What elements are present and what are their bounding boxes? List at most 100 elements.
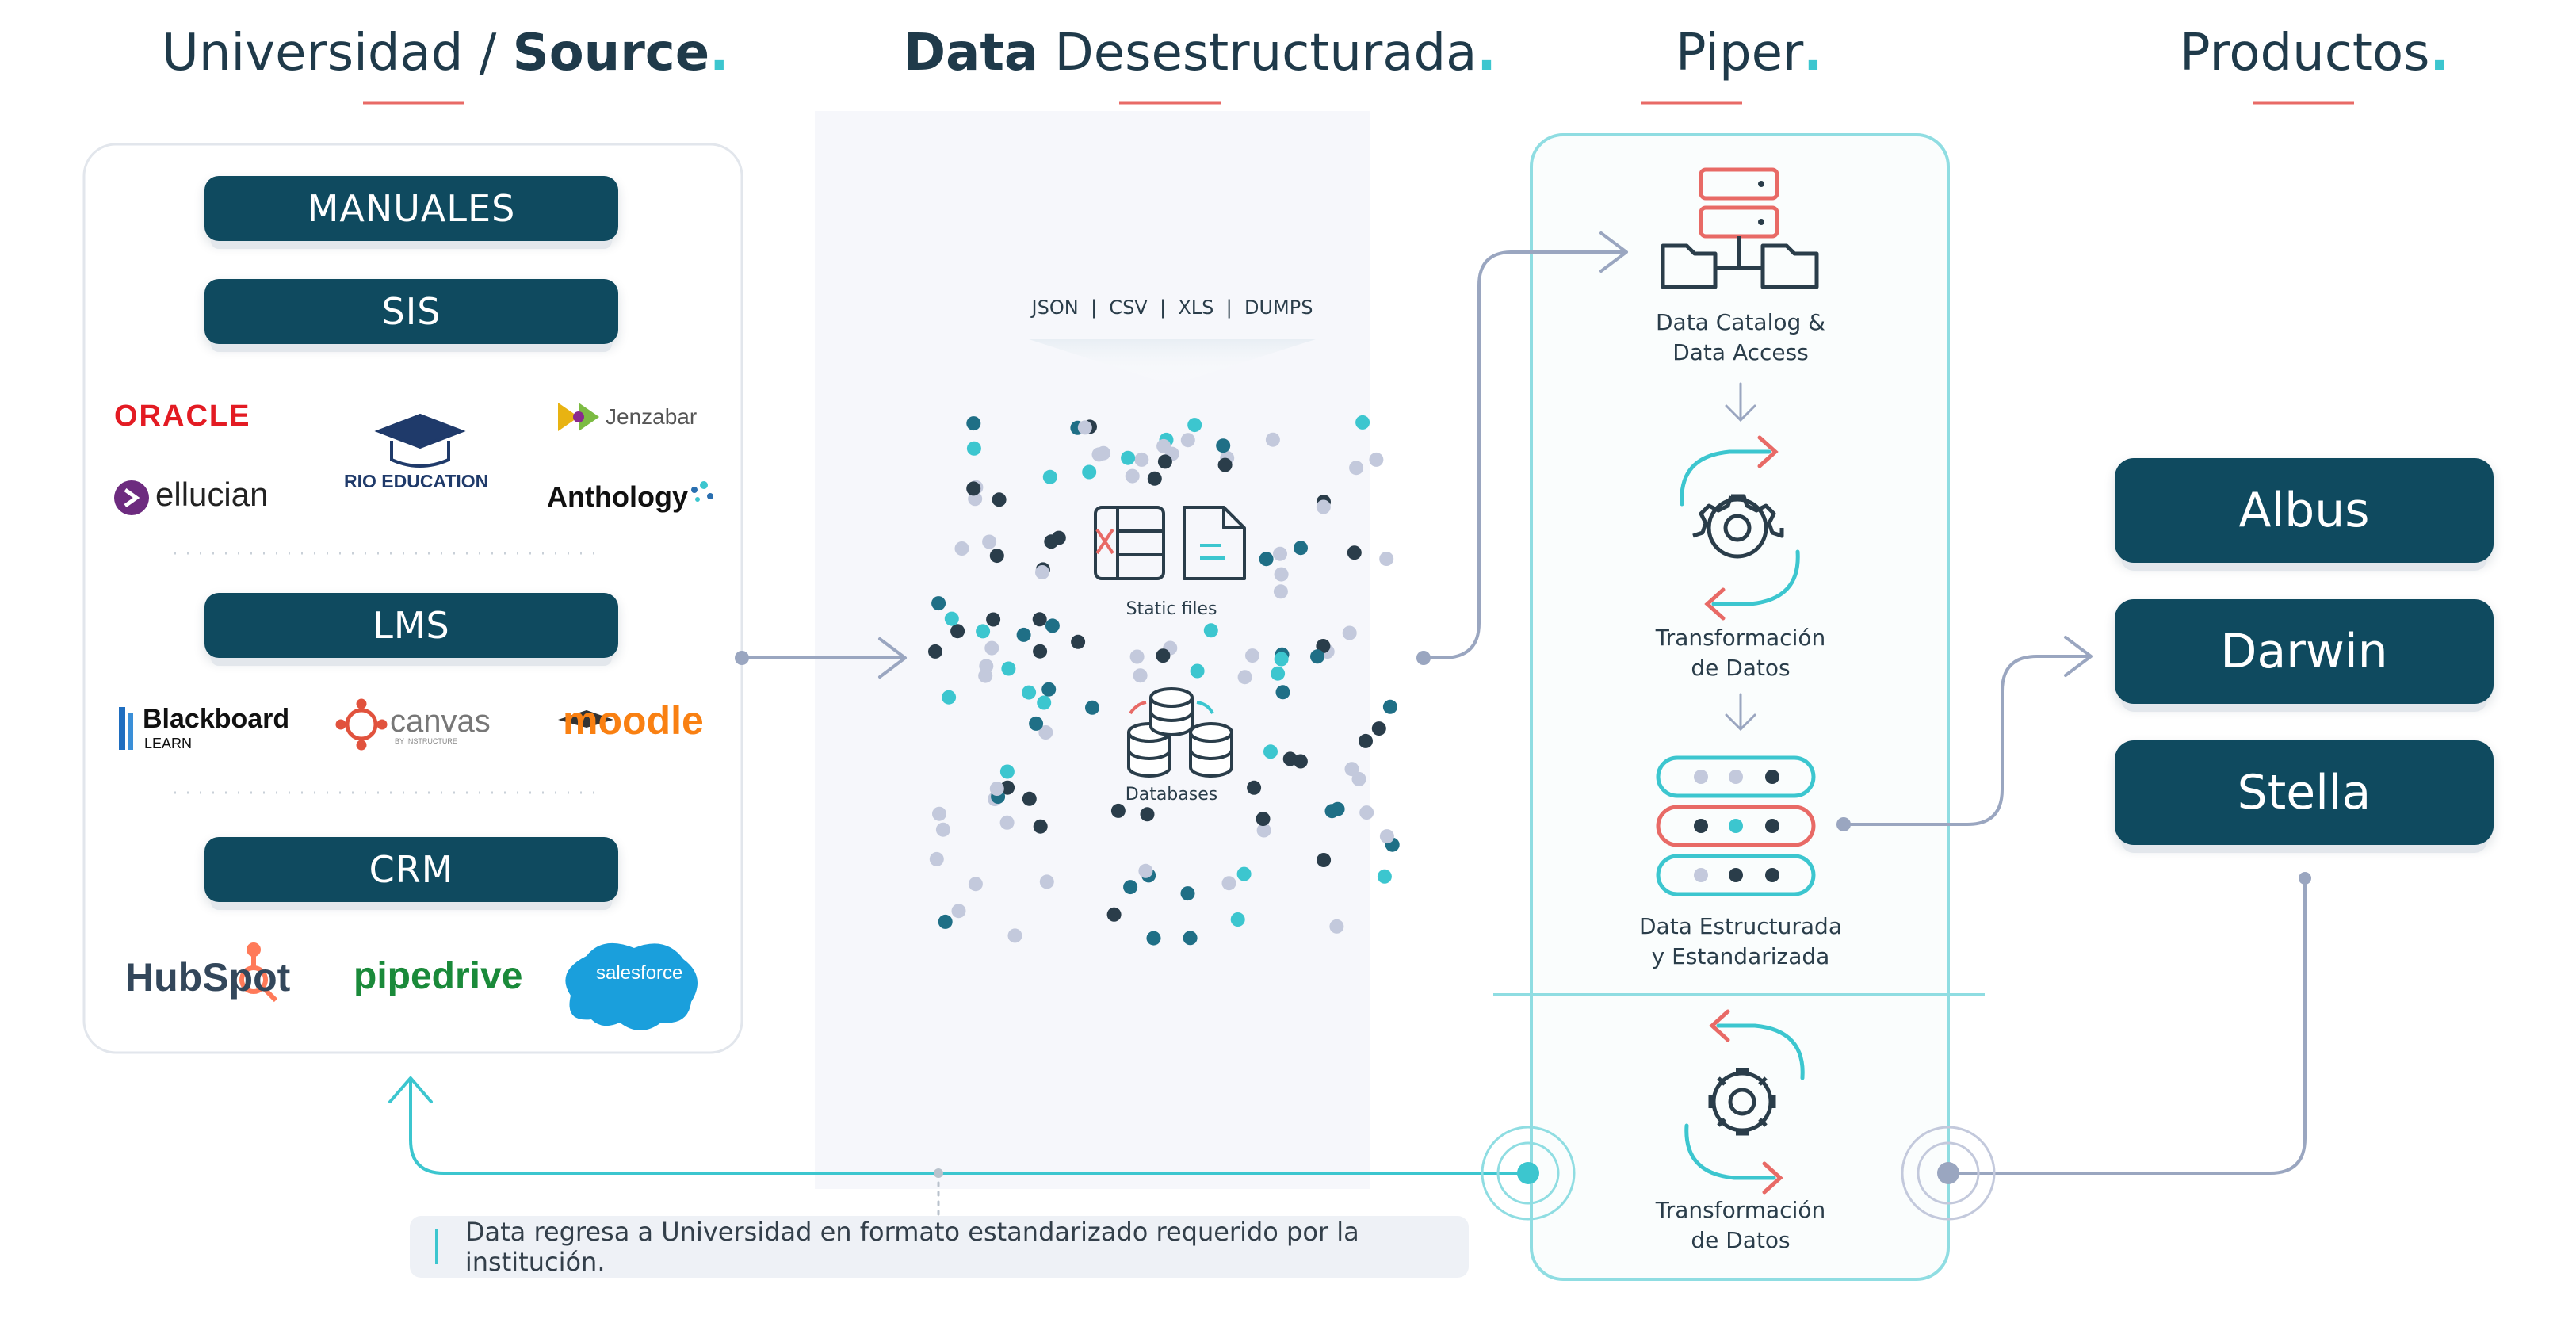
footer-note: Data regresa a Universidad en formato es… [410,1216,1469,1278]
scatter-dot [1274,652,1289,667]
scatter-dot [1379,552,1394,566]
scatter-dot [935,822,950,837]
logo-oracle: ORACLE [114,399,251,433]
scatter-dot [1077,420,1092,435]
static-files-label: Static files [1126,599,1217,619]
logo-moodle: moodle [563,698,704,743]
scatter-dot [942,690,957,705]
scatter-dot [1371,721,1386,736]
scatter-dot [966,416,981,431]
column-title-source: Universidad / Source. [162,24,729,82]
scatter-dot [1022,685,1037,700]
scatter-dot [1263,744,1278,759]
product-albus[interactable]: Albus [2115,458,2494,563]
scatter-dot [1351,771,1366,786]
scatter-dot [986,612,1001,627]
target-teal [1481,1126,1576,1221]
logo-anthology: Anthology [547,480,688,513]
scatter-dot [954,541,969,556]
product-darwin[interactable]: Darwin [2115,599,2494,704]
scatter-dot [1042,469,1057,484]
scatter-dot [1369,452,1384,467]
scatter-dot [1156,648,1171,663]
scatter-dot [1033,644,1048,659]
jenzabar-icon [558,403,599,431]
scatter-dot [928,644,942,659]
scatter-dot [968,877,983,892]
scatter-dot [1033,819,1048,834]
scatter-dot [976,624,991,639]
logo-salesforce: salesforce [596,962,683,984]
logo-canvas-sub: BY INSTRUCTURE [395,737,457,745]
logo-pipedrive: pipedrive [354,955,523,997]
scatter-dot [1282,751,1298,766]
scatter-dot [1273,584,1288,599]
structured-data-icon [1656,755,1816,896]
scatter-dot [1275,685,1290,700]
blackboard-icon [119,707,133,750]
scatter-dot [1245,648,1259,663]
hubspot-icon [239,942,278,1003]
scatter-dot [1035,565,1049,579]
logo-canvas: canvas [390,704,491,739]
unstructured-dots [928,415,1400,946]
footer-note-text: Data regresa a Universidad en formato es… [464,1217,1359,1277]
scatter-dot [1001,661,1016,676]
category-crm: CRM [204,837,618,902]
logo-blackboard-sub: LEARN [144,736,193,751]
scatter-dot [1110,803,1126,818]
scatter-dot [1271,666,1286,681]
scatter-dot [1138,863,1153,878]
gear-cycle-icon [1684,1009,1805,1195]
scatter-dot [1236,866,1252,881]
databases-label: Databases [1125,785,1218,805]
scatter-dot [1007,928,1022,943]
scatter-dot [999,764,1015,779]
scatter-dot [984,640,999,656]
column-title-data: Data Desestructurada. [904,24,1496,82]
logo-hubspot: HubSpot [125,955,291,1000]
scatter-dot [1190,663,1205,679]
scatter-dot [966,481,981,496]
scatter-dot [1071,634,1086,649]
canvas-icon [335,698,388,751]
scatter-dot [1317,853,1332,867]
scatter-dot [1037,695,1052,710]
scatter-dot [1216,438,1231,453]
scatter-dot [1180,433,1195,448]
scatter-dot [1329,919,1344,934]
scatter-dot [1237,670,1252,685]
scatter-dot [1274,567,1289,582]
scatter-dot [1038,725,1053,740]
scatter-dot [1123,880,1138,895]
scatter-dot [938,914,953,929]
scatter-dot [931,596,946,611]
scatter-dot [1106,907,1122,922]
scatter-dot [1187,418,1202,433]
formats-label: JSON | CSV | XLS | DUMPS [1031,296,1313,319]
scatter-dot [1041,682,1057,697]
scatter-dot [1146,931,1161,946]
connectors [388,231,2311,1218]
product-stella[interactable]: Stella [2115,740,2494,845]
target-grey [1901,1126,1996,1221]
gear-cycle-icon [1680,435,1800,621]
category-sis: SIS [204,279,618,344]
scatter-dot [1180,886,1195,901]
scatter-dot [1082,464,1097,480]
scatter-dot [1265,432,1280,447]
scatter-dot [989,782,1004,796]
scatter-dot [1377,869,1392,884]
scatter-dot [932,806,946,821]
scatter-dot [1379,829,1394,844]
piper-down-arrows [1725,382,1756,732]
scatter-dot [929,851,944,866]
scatter-dot [1016,627,1031,642]
scatter-dot [1203,623,1218,638]
formats-funnel [1029,339,1316,385]
rio-education-icon [374,413,466,468]
scatter-dot [992,492,1007,507]
logo-rio-education: RIO EDUCATION [344,471,489,491]
